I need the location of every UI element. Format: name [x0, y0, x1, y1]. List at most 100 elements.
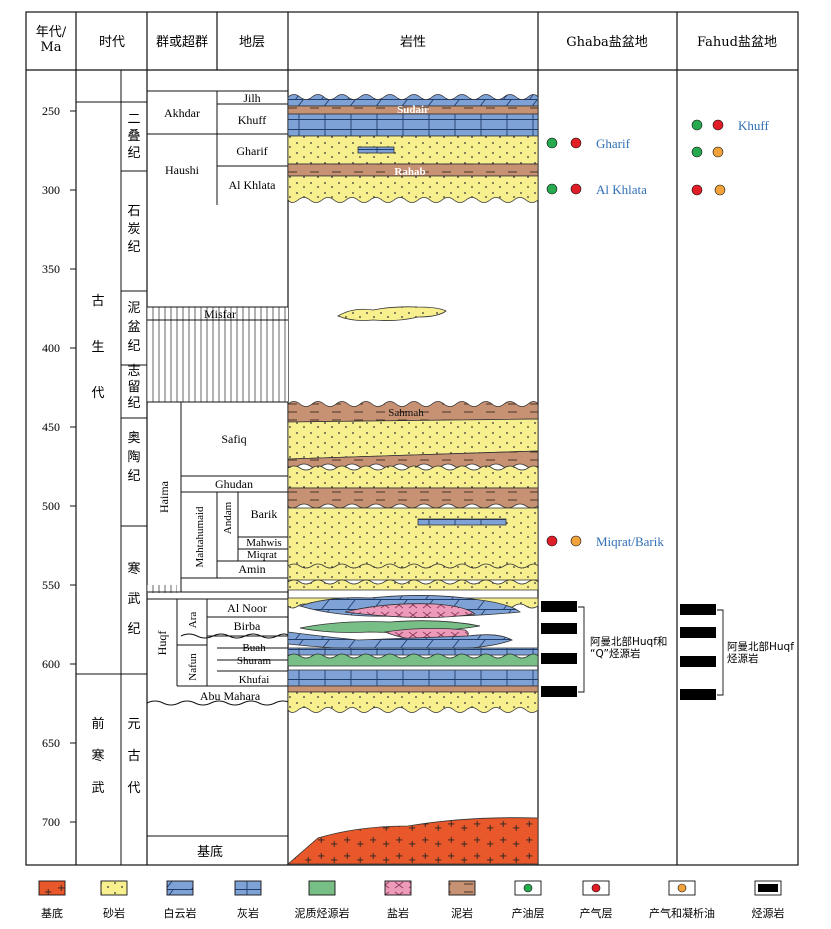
age-tick-label: 400	[42, 341, 60, 355]
source-rock-bar	[680, 689, 716, 700]
legend-source-bar	[758, 884, 778, 892]
fahud-khuff: Khuff	[738, 118, 769, 133]
group-basement: 基底	[197, 844, 223, 859]
age-tick-label: 600	[42, 657, 60, 671]
age-tick-label: 550	[42, 578, 60, 592]
gas-dot	[570, 137, 582, 149]
oil-dot	[546, 183, 558, 195]
formation-al-noor: Al Noor	[227, 601, 267, 615]
legend-label: 盐岩	[387, 906, 409, 920]
formation-al-khlata: Al Khlata	[229, 178, 277, 192]
legend-dot	[677, 883, 687, 893]
ghaba-al-khlata: Al Khlata	[596, 182, 647, 197]
litho-ara-salt	[344, 603, 476, 618]
group-mahtahumaid: Mahtahumaid	[194, 506, 206, 568]
source-rock-bar	[541, 653, 577, 664]
age-tick-label: 300	[42, 183, 60, 197]
legend-label: 泥岩	[451, 906, 473, 920]
formation-khuff: Khuff	[238, 113, 266, 127]
group-nafun: Nafun	[187, 653, 199, 681]
bracket	[717, 609, 724, 696]
formation-miqrat: Miqrat	[247, 549, 277, 561]
legend-item-sandstone: 砂岩	[100, 880, 128, 920]
legend-label: 产气层	[580, 906, 613, 920]
header-fahud: Fahud盐盆地	[697, 35, 777, 50]
period-silurian: 志留纪	[127, 364, 140, 411]
legend-swatch	[448, 880, 476, 896]
legend-item-shale-source: 泥质烃源岩	[295, 880, 350, 920]
formation-safiq: Safiq	[221, 432, 246, 446]
legend-swatch	[384, 880, 412, 896]
litho-khuff-dolomite	[287, 94, 539, 107]
label-rahab: Rahab	[394, 166, 425, 178]
legend-label: 灰岩	[237, 906, 259, 920]
legend-item-limestone: 灰岩	[234, 880, 262, 920]
era-paleozoic: 古生代	[91, 294, 104, 401]
formation-jilh: Jilh	[243, 91, 260, 105]
label-sahmah: Sahmah	[388, 407, 424, 419]
gas-dot	[546, 535, 558, 547]
legend-label: 烃源岩	[752, 906, 785, 920]
group-column	[146, 90, 292, 837]
age-tick-label: 700	[42, 815, 60, 829]
litho-shuram-shale	[287, 653, 539, 667]
legend-item-source-rock: 烃源岩	[752, 880, 785, 920]
litho-al-khlata-sand	[287, 175, 539, 203]
oil-dot	[691, 146, 703, 158]
litho-abu-mahara-mud	[287, 685, 539, 693]
group-huqf: Huqf	[155, 631, 169, 656]
header-ghaba: Ghaba盐盆地	[566, 35, 648, 50]
ghaba-gharif: Gharif	[596, 136, 631, 151]
formation-khufai: Khufai	[239, 674, 270, 686]
age-tick-label: 350	[42, 262, 60, 276]
formation-amin: Amin	[238, 562, 265, 576]
age-tick-label: 650	[42, 736, 60, 750]
gas-dot	[570, 183, 582, 195]
legend-dot	[523, 883, 533, 893]
legend-item-basement: 基底	[38, 880, 66, 920]
litho-basement	[286, 817, 539, 865]
litho-gharif-lime-lens	[357, 146, 395, 154]
age-tick-label: 250	[42, 104, 60, 118]
legend-label: 泥质烃源岩	[295, 906, 350, 920]
legend-swatch	[234, 880, 262, 896]
source-rock-bar	[680, 656, 716, 667]
litho-khufai-lime	[287, 669, 539, 687]
legend-swatch	[166, 880, 194, 896]
source-rock-bar	[541, 601, 577, 612]
formation-barik: Barik	[251, 507, 278, 521]
legend-item-salt: 盐岩	[384, 880, 412, 920]
legend-label: 白云岩	[164, 906, 197, 920]
gas-dot	[712, 119, 724, 131]
condensate-dot	[712, 146, 724, 158]
label-sudair: Sudair	[397, 104, 429, 116]
period-cambrian: 寒武纪	[127, 561, 140, 637]
litho-misfar-sand-lens	[337, 306, 447, 321]
period-proterozoic: 元古代	[127, 717, 140, 796]
formation-buah: Buah	[242, 642, 266, 654]
ghaba-miqrat-barik: Miqrat/Barik	[596, 534, 664, 549]
header-lithology: 岩性	[400, 35, 426, 50]
legend-label: 砂岩	[103, 906, 125, 920]
formation-gharif: Gharif	[236, 144, 267, 158]
legend: 基底砂岩白云岩灰岩泥质烃源岩盐岩泥岩产油层产气层产气和凝析油烃源岩	[38, 880, 785, 920]
group-ara: Ara	[187, 612, 199, 629]
oil-dot	[691, 119, 703, 131]
litho-ghudan-mud	[287, 487, 539, 509]
ghaba-source-note: 阿曼北部Huqf和“Q”烃源岩	[590, 635, 667, 660]
legend-item-gas-condensate: 产气和凝析油	[649, 880, 715, 920]
source-rock-bar	[541, 686, 577, 697]
legend-swatch	[100, 880, 128, 896]
header-era: 时代	[99, 35, 125, 50]
header-row: 年代/Ma 时代 群或超群 地层 岩性 Ghaba盐盆地 Fahud盐盆地	[36, 25, 777, 55]
formation-ghudan: Ghudan	[215, 477, 253, 491]
legend-item-dolomite: 白云岩	[164, 880, 197, 920]
legend-dot	[591, 883, 601, 893]
period-ordovician: 奥陶纪	[127, 431, 140, 484]
formation-mahwis: Mahwis	[246, 537, 281, 549]
group-haima: Haima	[157, 480, 171, 513]
litho-abu-mahara-sand	[287, 691, 539, 713]
lithology-column	[286, 94, 539, 865]
